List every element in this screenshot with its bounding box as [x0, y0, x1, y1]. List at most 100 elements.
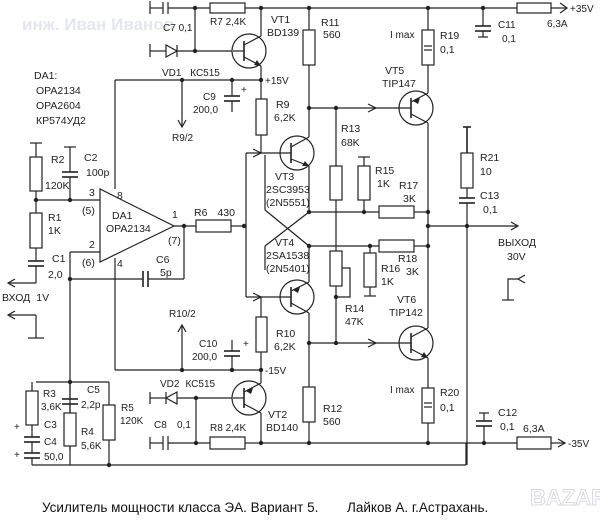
r21-ref: R21 [480, 152, 499, 164]
vt5-ref: VT5 [385, 65, 404, 77]
r16-value: 1K [381, 276, 394, 288]
resistor-r7 [209, 2, 246, 14]
opamp-da1 [99, 188, 176, 263]
vt3-ref: VT3 [275, 171, 294, 183]
pin-8: 8 [117, 190, 123, 202]
c6-value: 5p [160, 267, 172, 279]
pin-4: 4 [117, 258, 123, 270]
resistor-r8 [209, 436, 246, 450]
resistor-r16 [363, 252, 377, 288]
c4-plus: + [14, 450, 20, 461]
r11-value: 560 [323, 29, 341, 41]
r10-value: 6,2K [274, 341, 296, 353]
potentiometer-r14[interactable] [329, 250, 343, 287]
caption-title: Усилитель мощности класса ЭА. Вариант 5. [42, 500, 318, 515]
c4-ref: C4 [44, 437, 57, 448]
resistor-r21 [460, 152, 474, 189]
transistor-vt2 [231, 380, 267, 416]
opamp-ref: DA1 [112, 210, 133, 222]
r5-ref: R5 [121, 403, 134, 414]
vt5-part: TIP147 [382, 78, 416, 90]
c5-ref: C5 [87, 385, 100, 396]
r12-value: 560 [323, 416, 341, 428]
r21-value: 10 [480, 166, 492, 178]
r17-value: 3K [403, 193, 416, 205]
c7-label: C7 0,1 [163, 23, 193, 34]
c2-ref: C2 [84, 152, 98, 164]
r1-value: 1K [48, 225, 61, 237]
r9-ref: R9 [276, 99, 290, 111]
r14-value: 47K [345, 316, 364, 328]
vt4-alt: (2N5401) [266, 263, 310, 275]
resistor-r5 [102, 404, 116, 441]
zener-vd2 [164, 390, 178, 406]
r12-ref: R12 [323, 403, 342, 415]
resistor-r12 [302, 386, 316, 423]
r18-value: 3K [406, 266, 419, 278]
da1-options-header: DA1: [34, 70, 57, 82]
watermark-corner: BAZAR [530, 485, 600, 510]
c13-value: 0,1 [483, 204, 498, 216]
resistor-r13 [329, 165, 343, 201]
fuse-bottom [516, 436, 552, 450]
r3-ref: R3 [43, 389, 56, 400]
r3-value: 3,6K [41, 402, 62, 413]
r4-ref: R4 [81, 427, 94, 438]
rail-plus15: +15V [265, 76, 289, 87]
r5-value: 120K [120, 416, 144, 427]
vt1-ref: VT1 [271, 14, 290, 26]
c4-value: 50,0 [44, 452, 64, 463]
r11-ref: R11 [321, 17, 340, 29]
resistor-r17 [378, 205, 415, 219]
fuse-bottom-value: 6,3A [523, 423, 545, 435]
fuse-top [516, 2, 552, 14]
r9-value: 6,2K [274, 112, 296, 124]
fuse-top-value: 6,3A [547, 19, 568, 30]
opamp-part: OPA2134 [106, 223, 151, 235]
resistor-r15 [357, 165, 371, 201]
c10-plus: + [243, 339, 249, 350]
r18-ref: R18 [398, 253, 417, 265]
r20-ref: R20 [440, 387, 459, 399]
r15-ref: R15 [375, 165, 394, 177]
r19-value: 0,1 [440, 44, 455, 56]
transistor-vt1 [231, 33, 267, 69]
c10-ref: C10 [199, 339, 218, 350]
r19-imax: I max [390, 30, 414, 41]
c12-value: 0,1 [500, 421, 515, 433]
r20-imax: I max [390, 385, 414, 396]
zener-vd1 [165, 43, 179, 59]
da1-option: OPA2604 [36, 100, 81, 112]
r10-ref: R10 [276, 328, 295, 340]
c10-value: 200,0 [192, 352, 217, 363]
r4-value: 5,6K [81, 441, 102, 452]
c8-ref: C8 [154, 420, 167, 431]
r13-ref: R13 [341, 123, 360, 135]
c13-ref: C13 [480, 190, 499, 202]
c5-value: 2,2p [81, 400, 101, 411]
vt1-part: BD139 [267, 27, 299, 39]
vt6-ref: VT6 [397, 294, 416, 306]
vt3-part: 2SC3953 [266, 184, 310, 196]
resistor-r3 [25, 390, 39, 426]
caption-author: Лайков А. г.Астрахань. [347, 500, 488, 515]
resistor-r9 [255, 98, 268, 136]
output-level: 30V [507, 251, 526, 263]
c11-value: 0,1 [502, 34, 516, 45]
r2-ref: R2 [51, 154, 65, 166]
top-rail [149, 1, 569, 14]
r9-tap-label: R9/2 [172, 133, 194, 144]
pin-5: (5) [82, 205, 95, 217]
vt4-ref: VT4 [275, 237, 294, 249]
vt2-part: BD140 [266, 422, 298, 434]
resistor-r4 [63, 412, 77, 447]
c9-value: 200,0 [193, 105, 218, 116]
vt6-part: TIP142 [389, 307, 423, 319]
resistor-r6 [195, 219, 232, 233]
r8-label: R8 2,4K [210, 423, 246, 434]
shunt-r19 [421, 29, 435, 66]
da1-option: КР574УД2 [36, 115, 86, 127]
pin-6: (6) [82, 257, 95, 269]
vt2-ref: VT2 [268, 409, 287, 421]
